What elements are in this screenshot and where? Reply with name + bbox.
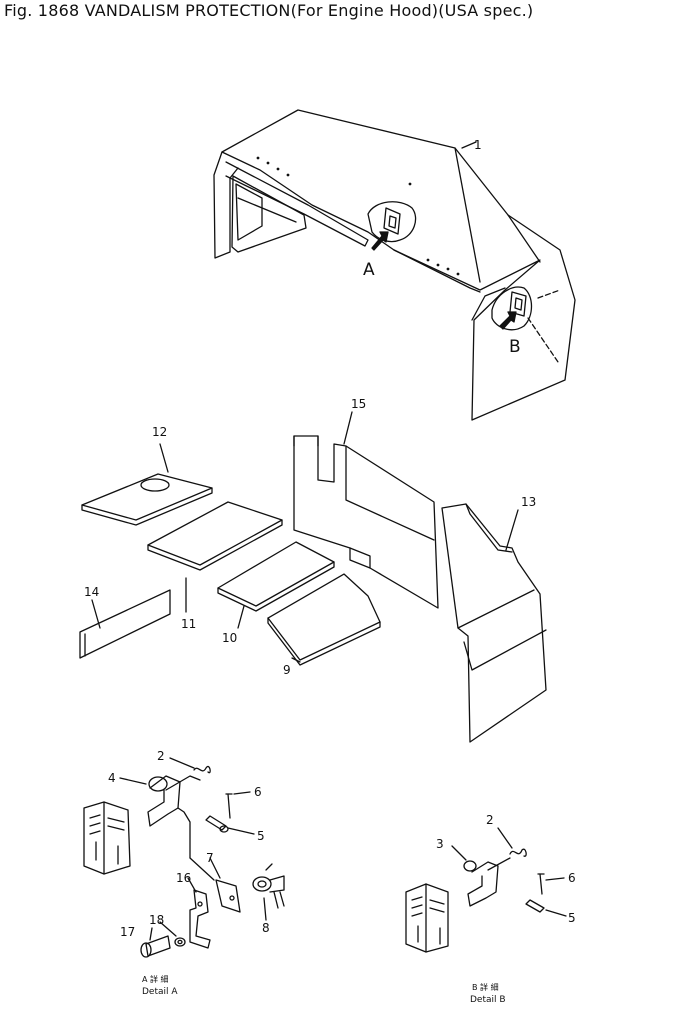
callout-1: 1: [474, 138, 482, 152]
engine-hood-part: [213, 109, 576, 421]
detail-b-label: Detail B: [470, 995, 506, 1005]
callout-10: 10: [222, 631, 237, 645]
detail-a-assembly: [83, 757, 285, 958]
callout-12: 12: [152, 425, 167, 439]
callout-6-detail-b: 6: [568, 871, 576, 885]
callout-5-detail-a: 5: [257, 829, 265, 843]
callout-15: 15: [351, 397, 366, 411]
callout-7: 7: [206, 851, 214, 865]
callout-11: 11: [181, 617, 196, 631]
callout-3: 3: [436, 837, 444, 851]
callout-17: 17: [120, 925, 135, 939]
panel-14: [79, 589, 171, 659]
panel-11: [147, 501, 283, 613]
callout-2-detail-b: 2: [486, 813, 494, 827]
figure-title: Fig. 1868 VANDALISM PROTECTION(For Engin…: [4, 1, 534, 20]
callout-2-detail-a: 2: [157, 749, 165, 763]
callout-6-detail-a: 6: [254, 785, 262, 799]
callout-5-detail-b: 5: [568, 911, 576, 925]
panel-15: [293, 411, 439, 609]
detail-a-kana: A 詳 細: [142, 974, 169, 984]
view-label-b: B: [509, 337, 521, 357]
panel-13: [441, 503, 547, 743]
panel-10: [217, 541, 335, 629]
panel-12: [81, 443, 213, 526]
callout-18: 18: [149, 913, 164, 927]
callout-8: 8: [262, 921, 270, 935]
view-label-a: A: [363, 260, 375, 280]
detail-b-kana: B 詳 細: [472, 982, 499, 992]
callout-4: 4: [108, 771, 116, 785]
detail-b-assembly: [405, 827, 567, 953]
callout-16: 16: [176, 871, 191, 885]
panel-9: [267, 573, 381, 666]
callout-13: 13: [521, 495, 536, 509]
detail-a-label: Detail A: [142, 987, 178, 997]
callout-14: 14: [84, 585, 99, 599]
callout-9: 9: [283, 663, 291, 677]
